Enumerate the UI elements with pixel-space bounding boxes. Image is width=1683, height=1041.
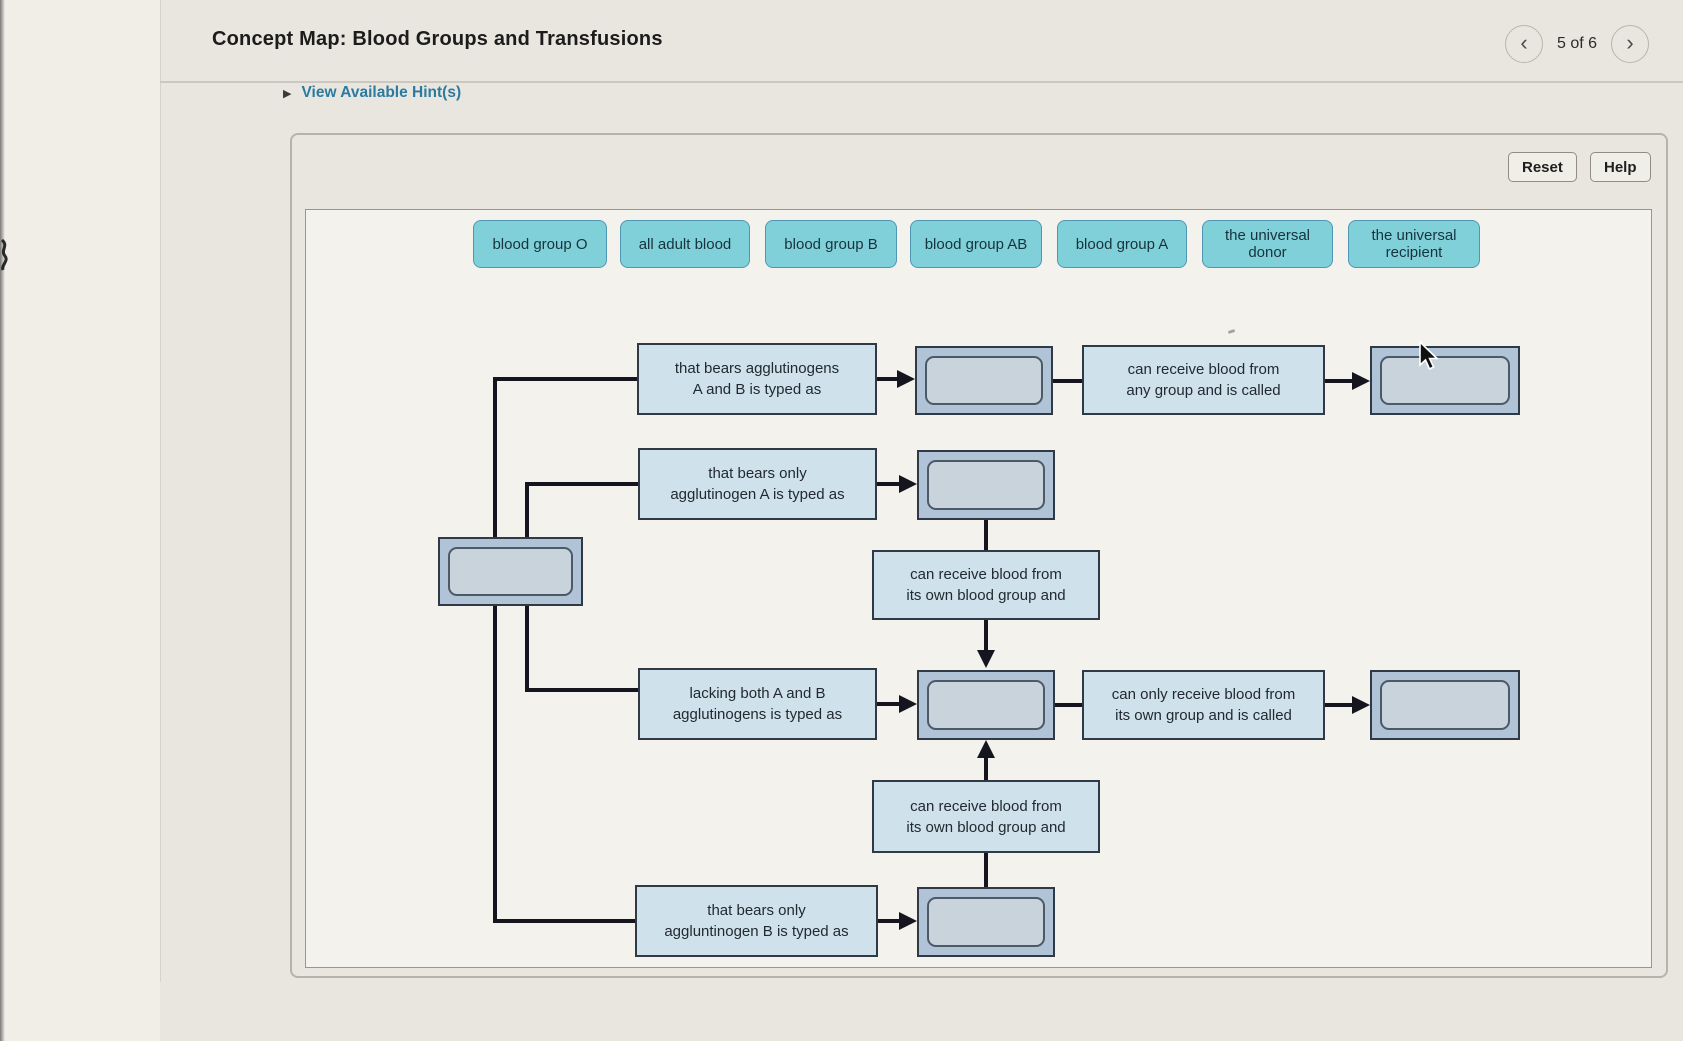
drop-zone-row3-result-blank[interactable] bbox=[1370, 670, 1520, 740]
view-hints-link[interactable]: View Available Hint(s) bbox=[301, 84, 462, 101]
pagination: ‹ 5 of 6 › bbox=[1505, 24, 1650, 64]
window-left-band bbox=[0, 0, 160, 1041]
page-indicator: 5 of 6 bbox=[1557, 35, 1598, 52]
chevron-right-icon: › bbox=[1626, 29, 1634, 55]
next-page-button[interactable]: › bbox=[1611, 25, 1650, 63]
word-chip-universal-donor[interactable]: the universal donor bbox=[1202, 220, 1333, 268]
reset-button[interactable]: Reset bbox=[1508, 152, 1577, 182]
word-chip-universal-recipient[interactable]: the universal recipient bbox=[1348, 220, 1480, 268]
hints-row: ▶ View Available Hint(s) bbox=[283, 84, 461, 102]
header-divider bbox=[160, 81, 1683, 83]
chevron-left-icon: ‹ bbox=[1520, 29, 1528, 55]
drop-zone-well bbox=[927, 897, 1045, 947]
label-box-b-typed: that bears only aggluntinogen B is typed… bbox=[635, 885, 878, 957]
word-chip-blood-group-b[interactable]: blood group B bbox=[765, 220, 897, 268]
label-box-receive-own-only: can only receive blood from its own grou… bbox=[1082, 670, 1325, 740]
drop-zone-well bbox=[927, 460, 1045, 510]
screen-edge bbox=[0, 0, 5, 1041]
drop-zone-well bbox=[925, 356, 1043, 405]
prev-page-button[interactable]: ‹ bbox=[1505, 25, 1543, 63]
word-chip-blood-group-o[interactable]: blood group O bbox=[473, 220, 607, 268]
activity-panel bbox=[290, 133, 1668, 978]
drop-zone-row4-blank[interactable] bbox=[917, 887, 1055, 957]
word-chip-blood-group-ab[interactable]: blood group AB bbox=[910, 220, 1042, 268]
drop-zone-row2-blank[interactable] bbox=[917, 450, 1055, 520]
label-box-lacking-ab: lacking both A and B agglutinogens is ty… bbox=[638, 668, 877, 740]
label-box-ab-typed: that bears agglutinogens A and B is type… bbox=[637, 343, 877, 415]
label-box-own-group-upper: can receive blood from its own blood gro… bbox=[872, 550, 1100, 620]
word-chip-blood-group-a[interactable]: blood group A bbox=[1057, 220, 1187, 268]
hint-expand-icon[interactable]: ▶ bbox=[283, 87, 292, 100]
window-divider-line bbox=[160, 0, 161, 982]
drop-zone-row1-result-blank[interactable] bbox=[1370, 346, 1520, 415]
drop-zone-well bbox=[927, 680, 1045, 730]
label-box-a-typed: that bears only agglutinogen A is typed … bbox=[638, 448, 877, 520]
page-title: Concept Map: Blood Groups and Transfusio… bbox=[212, 28, 663, 50]
drop-zone-row3-blank[interactable] bbox=[917, 670, 1055, 740]
drop-zone-row1-blank[interactable] bbox=[915, 346, 1053, 415]
drop-zone-well bbox=[1380, 680, 1510, 730]
label-box-own-group-lower: can receive blood from its own blood gro… bbox=[872, 780, 1100, 853]
label-box-receive-any: can receive blood from any group and is … bbox=[1082, 345, 1325, 415]
help-button[interactable]: Help bbox=[1590, 152, 1651, 182]
drop-zone-left-root[interactable] bbox=[438, 537, 583, 606]
drop-zone-well bbox=[448, 547, 573, 596]
word-chip-all-adult-blood[interactable]: all adult blood bbox=[620, 220, 750, 268]
drop-zone-well bbox=[1380, 356, 1510, 405]
